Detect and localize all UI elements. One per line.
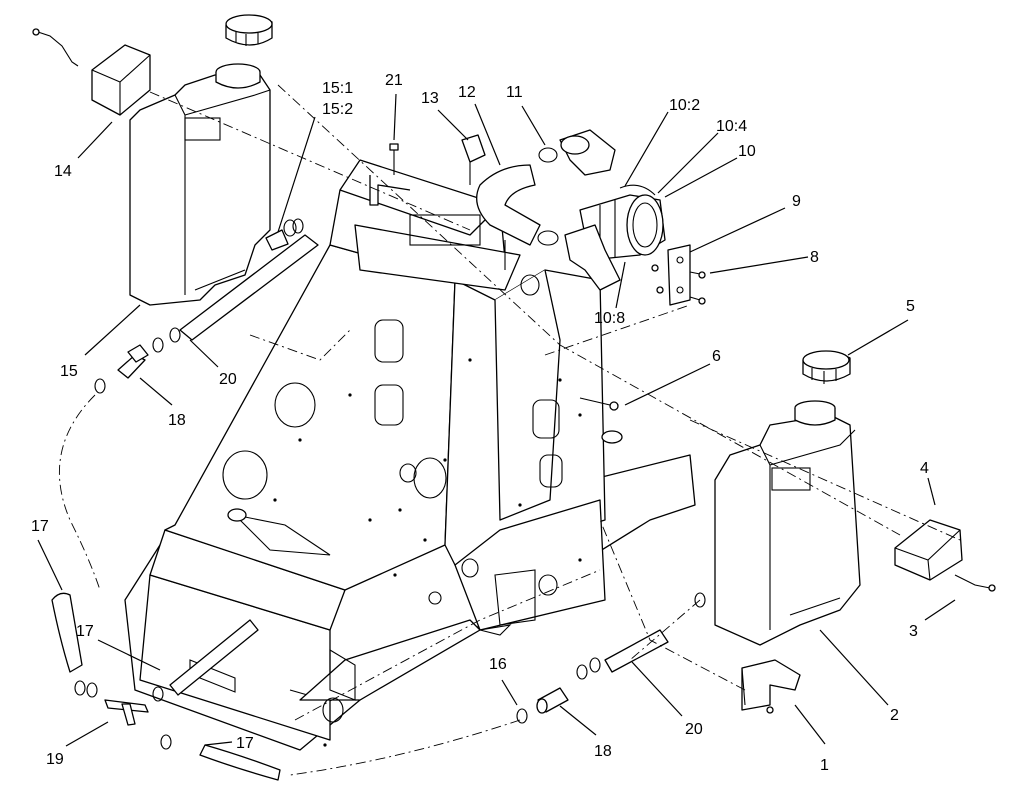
part-11-elbow xyxy=(559,129,616,176)
leader-lines xyxy=(37,93,956,747)
cap-right xyxy=(802,350,851,384)
part-15-left-tank xyxy=(129,63,271,306)
label-18-a: 18 xyxy=(168,412,186,429)
part-17-hoses xyxy=(51,592,281,781)
part-1-bracket xyxy=(741,659,801,714)
part-9-mount-bracket xyxy=(667,244,691,306)
label-17-b: 17 xyxy=(76,623,94,640)
part-6-bolt xyxy=(579,397,619,411)
label-15-1: 15:1 xyxy=(322,80,353,97)
clamps-lower-right xyxy=(576,592,706,680)
part-8-bolts xyxy=(651,264,706,305)
label-15-2: 15:2 xyxy=(322,101,353,118)
label-10-4: 10:4 xyxy=(716,118,747,135)
label-3: 3 xyxy=(909,623,918,640)
part-18-fitting-lower xyxy=(516,687,569,724)
label-10-2: 10:2 xyxy=(669,97,700,114)
part-14-bracket xyxy=(91,44,151,116)
part-3-strap xyxy=(954,574,996,592)
clamps-upper xyxy=(537,147,559,246)
label-8: 8 xyxy=(810,249,819,266)
label-14: 14 xyxy=(54,163,72,180)
label-2: 2 xyxy=(890,707,899,724)
label-15: 15 xyxy=(60,363,78,380)
part-13-bracket xyxy=(461,134,486,185)
label-10: 10 xyxy=(738,143,756,160)
label-6: 6 xyxy=(712,348,721,365)
label-18-b: 18 xyxy=(594,743,612,760)
part-21-bolt xyxy=(389,143,399,175)
part-4-bracket xyxy=(894,519,963,581)
label-16: 16 xyxy=(489,656,507,673)
label-20-b: 20 xyxy=(685,721,703,738)
label-12: 12 xyxy=(458,84,476,101)
part-20-hose-lower xyxy=(604,629,669,673)
part-12-hose xyxy=(476,164,541,246)
label-1: 1 xyxy=(820,757,829,774)
label-11: 11 xyxy=(506,84,523,101)
label-21: 21 xyxy=(385,72,403,89)
label-9: 9 xyxy=(792,193,801,210)
part-10-air-cleaner xyxy=(564,184,666,291)
label-19: 19 xyxy=(46,751,64,768)
label-5: 5 xyxy=(906,298,915,315)
part-18-fitting-upper xyxy=(94,344,149,394)
cap-left xyxy=(225,14,273,46)
clamp-fitting-upper xyxy=(152,327,181,353)
part-15-fitting xyxy=(265,218,304,251)
label-4: 4 xyxy=(920,460,929,477)
main-frame xyxy=(124,159,696,751)
label-13: 13 xyxy=(421,90,439,107)
label-17-c: 17 xyxy=(236,735,254,752)
strap-top-left xyxy=(32,28,79,67)
part-number-labels: 1 2 3 4 5 6 8 9 10 10:2 10:4 10:8 11 12 … xyxy=(31,72,929,774)
center-lines xyxy=(59,84,961,776)
part-20-hose-upper xyxy=(179,234,319,341)
part-2-right-tank xyxy=(714,400,861,646)
part-19-tee-fitting xyxy=(74,680,172,750)
label-17-a: 17 xyxy=(31,518,49,535)
label-10-8: 10:8 xyxy=(594,310,625,327)
label-20-a: 20 xyxy=(219,371,237,388)
